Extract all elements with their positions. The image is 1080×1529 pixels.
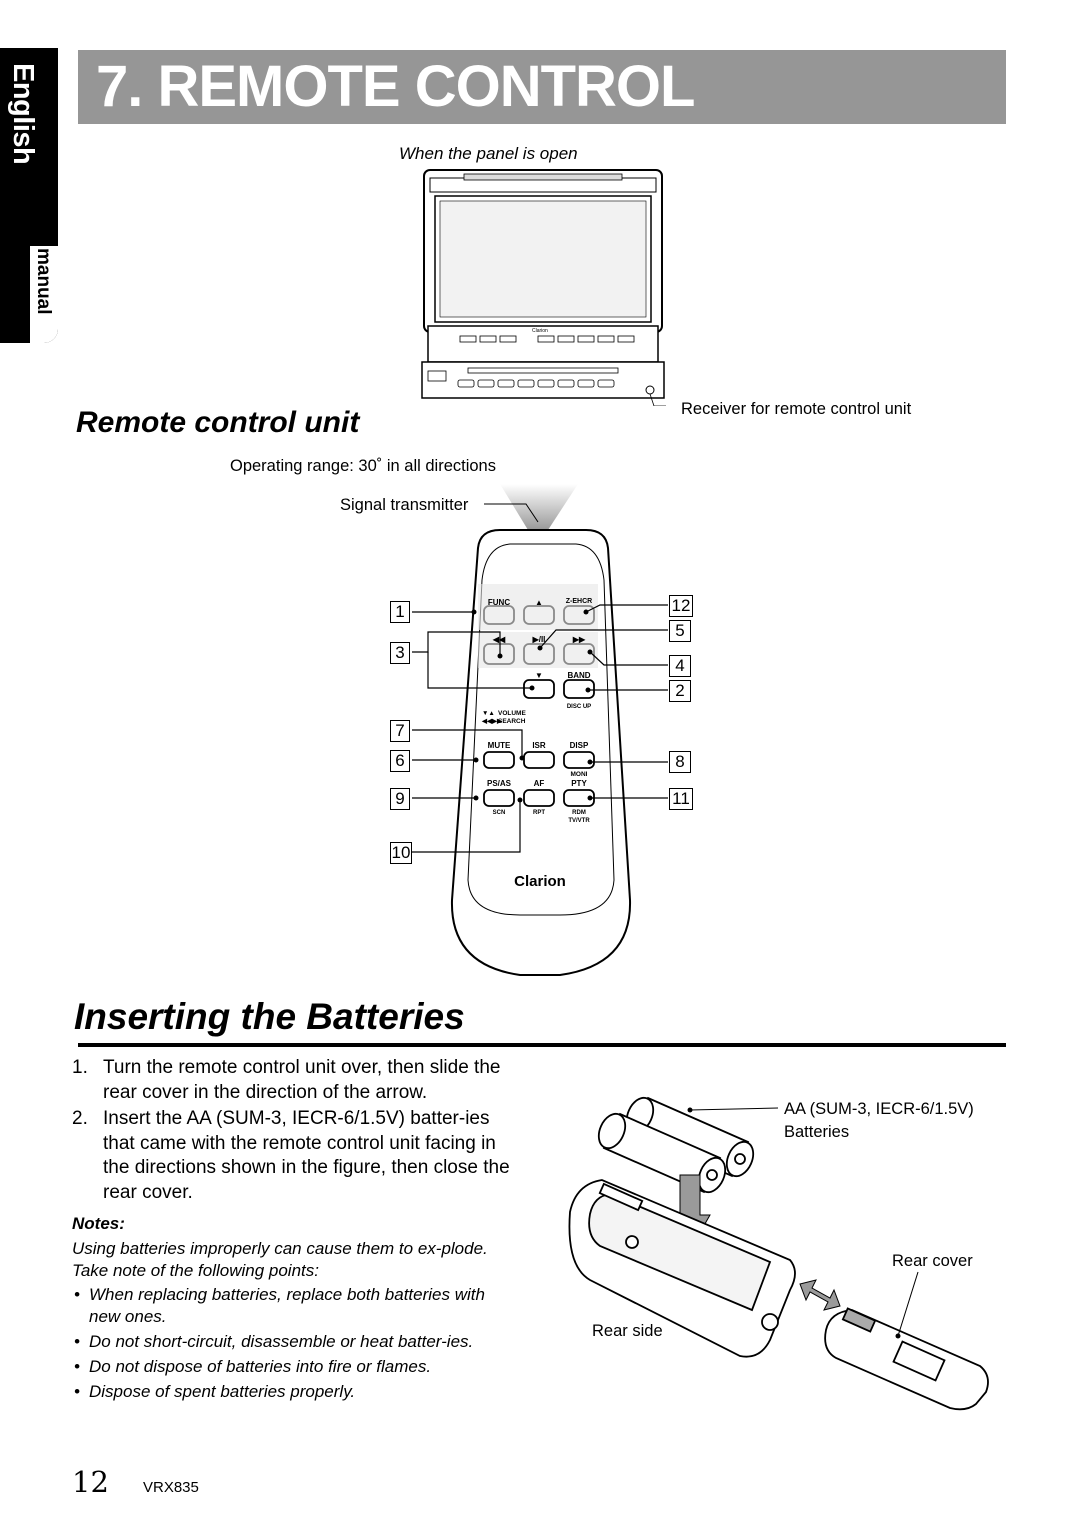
remote-control-illustration: FUNC ▲ Z-EHCR ◀◀ ▶/II ▶▶ ▼ BAND DISC UP … [412,484,668,976]
band-label: BAND [567,671,590,680]
svg-text:▲: ▲ [535,598,543,607]
note-item: •When replacing batteries, replace both … [74,1285,485,1326]
callout-3: 3 [390,642,410,664]
callout-2: 2 [669,680,691,702]
callout-11: 11 [669,788,693,810]
psas-label: PS/AS [487,779,512,788]
rear-cover-label: Rear cover [892,1252,973,1270]
batteries-heading: Inserting the Batteries [74,996,465,1037]
signal-beam [500,484,578,530]
callout-10: 10 [390,842,412,864]
af-label: AF [534,779,545,788]
callout-8: 8 [669,751,691,773]
heading-rule [78,1043,1006,1047]
svg-text:▶/II: ▶/II [532,635,546,644]
callout-12: 12 [669,595,693,617]
figure-caption-panel-open: When the panel is open [399,144,578,163]
battery-label-line1: AA (SUM-3, IECR-6/1.5V) [784,1100,974,1118]
rear-side-label: Rear side [592,1322,663,1340]
manual-label: Owner’s manual [33,248,58,323]
signal-transmitter-label: Signal transmitter [340,496,469,514]
notes-list: •When replacing batteries, replace both … [72,1284,504,1406]
moni-label: MONI [571,771,588,778]
rdm-label: RDM [572,810,586,816]
language-tab: English Owner’s manual [0,48,58,343]
callout-1: 1 [390,601,410,623]
tvvtr-label: TV/VTR [568,818,590,824]
batteries-icon [597,1096,755,1194]
pty-label: PTY [571,779,587,788]
svg-text:◀◀▶▶: ◀◀▶▶ [481,718,503,725]
svg-text:▶▶: ▶▶ [572,635,586,644]
steps-list: 1.Turn the remote control unit over, the… [72,1056,512,1207]
language-label: English [7,63,39,165]
page-title: 7. REMOTE CONTROL [96,54,695,119]
svg-text:▼▲: ▼▲ [482,710,495,717]
func-label: FUNC [488,598,510,607]
isr-label: ISR [532,741,546,750]
remote-rear-icon [568,1179,796,1358]
mute-label: MUTE [488,741,511,750]
rear-cover-icon [824,1307,989,1411]
svg-text:Clarion: Clarion [532,328,548,334]
notes-intro: Using batteries improperly can cause the… [72,1239,488,1280]
volume-label: VOLUME [498,710,526,717]
head-unit-illustration: Clarion [421,169,666,406]
disc-up-label: DISC UP [567,704,591,710]
zehcr-label: Z-EHCR [566,598,592,605]
step-item: 1.Turn the remote control unit over, the… [72,1057,501,1103]
search-label: SEARCH [498,718,526,725]
step-item: 2.Insert the AA (SUM-3, IECR-6/1.5V) bat… [72,1108,510,1203]
operating-range: Operating range: 30˚ in all directions [230,457,496,475]
battery-insertion-illustration [568,1096,989,1411]
scn-label: SCN [493,810,506,816]
section-title-bar: 7. REMOTE CONTROL [78,50,1006,124]
svg-text:▼: ▼ [535,671,543,680]
callout-7: 7 [390,720,410,742]
disp-label: DISP [570,741,589,750]
model-number: VRX835 [143,1479,199,1496]
notes-title: Notes: [72,1214,125,1233]
callout-4: 4 [669,655,691,677]
svg-text:◀◀: ◀◀ [492,635,506,644]
callout-6: 6 [390,750,410,772]
battery-label-line2: Batteries [784,1123,850,1141]
callout-5: 5 [669,620,691,642]
remote-heading: Remote control unit [76,406,360,439]
page-number: 12 [72,1465,109,1499]
rpt-label: RPT [533,810,545,816]
clarion-logo: Clarion [514,873,566,890]
note-item: •Dispose of spent batteries properly. [74,1382,356,1401]
receiver-label: Receiver for remote control unit [681,400,912,418]
manual-tab: Owner’s manual [30,246,58,343]
note-item: •Do not dispose of batteries into fire o… [74,1357,432,1376]
callout-9: 9 [390,788,410,810]
note-item: •Do not short-circuit, disassemble or he… [74,1332,474,1351]
